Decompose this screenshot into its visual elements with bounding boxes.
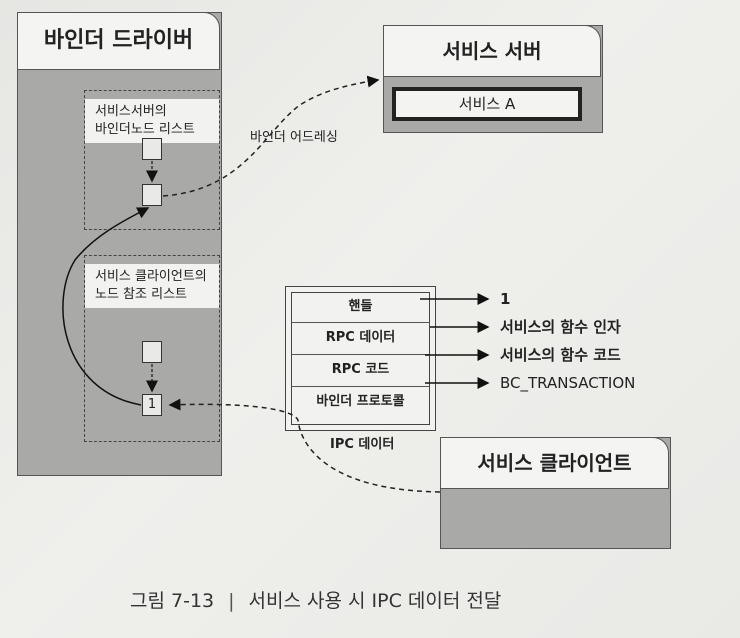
ipc-row-binder-protocol: 바인더 프로토콜: [316, 394, 405, 409]
figure-caption: 그림 7-13 | 서비스 사용 시 IPC 데이터 전달: [130, 586, 501, 613]
ipc-value-rpc-data: 서비스의 함수 인자: [500, 318, 621, 336]
server-node-1: [142, 138, 162, 160]
service-a-box: 서비스 A: [392, 87, 582, 121]
ipc-data-outer: [285, 286, 436, 431]
client-ref-list-label-line2: 노드 참조 리스트: [95, 287, 187, 302]
server-node-list-box: 서비스서버의 바인더노드 리스트: [84, 90, 220, 230]
figure-number: 그림 7-13: [130, 590, 215, 612]
ipc-row-rpc-data: RPC 데이터: [325, 330, 396, 345]
service-client-title: 서비스 클라이언트: [440, 437, 669, 489]
client-ref-list-label-line1: 서비스 클라이언트의: [95, 269, 207, 284]
server-node-list-label-line1: 서비스서버의: [95, 104, 167, 119]
client-to-server-node-arrow: [62, 207, 150, 406]
ipc-divider: [291, 322, 430, 323]
binder-addressing-arrow: [162, 75, 380, 197]
server-node-2: [142, 184, 162, 206]
figure-caption-text: 서비스 사용 시 IPC 데이터 전달: [248, 590, 502, 612]
client-ref-list-label: 서비스 클라이언트의 노드 참조 리스트: [85, 264, 219, 308]
ipc-value-binder-protocol: BC_TRANSACTION: [500, 374, 636, 392]
ipc-value-handle: 1: [500, 290, 511, 308]
client-to-driver-arrow: [168, 398, 441, 493]
ipc-divider: [291, 354, 430, 355]
ipc-value-rpc-code: 서비스의 함수 코드: [500, 346, 621, 364]
ipc-row-handle: 핸들: [348, 299, 373, 314]
server-node-list-label: 서비스서버의 바인더노드 리스트: [85, 99, 219, 143]
client-ref-node-1: [142, 341, 162, 363]
client-ref-list-box: 서비스 클라이언트의 노드 참조 리스트: [84, 255, 220, 442]
ipc-divider: [291, 386, 430, 387]
binder-driver-title: 바인더 드라이버: [17, 12, 220, 70]
ipc-row-rpc-code: RPC 코드: [331, 362, 390, 377]
service-server-title: 서비스 서버: [383, 25, 601, 77]
ipc-data-table: [291, 292, 430, 425]
client-ref-node-2: 1: [142, 394, 162, 416]
caption-separator: |: [228, 590, 235, 612]
ipc-data-caption: IPC 데이터: [330, 437, 395, 452]
server-node-list-label-line2: 바인더노드 리스트: [95, 122, 195, 137]
